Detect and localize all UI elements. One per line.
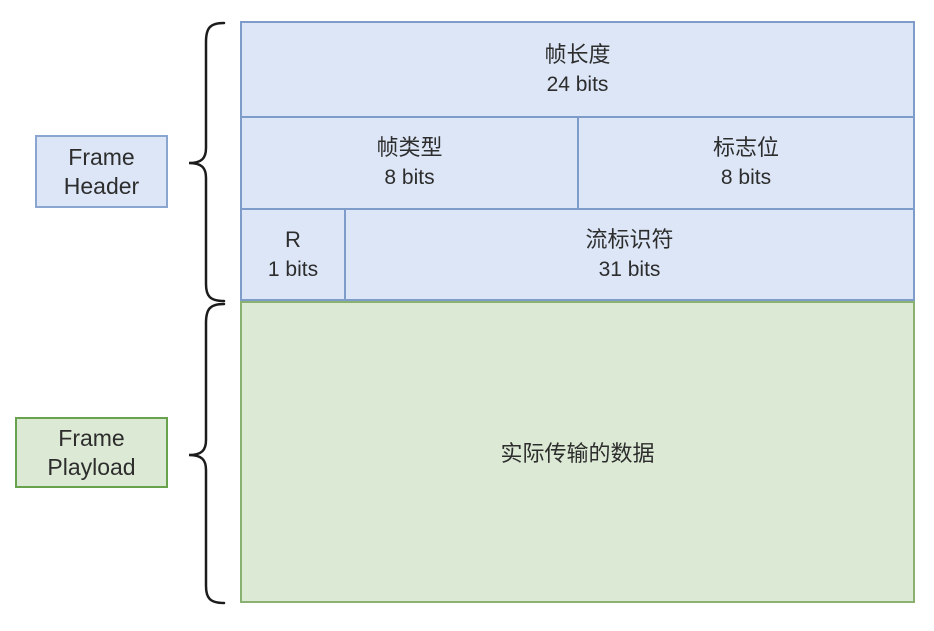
cell-title: 标志位: [712, 135, 779, 160]
row-type-flags: 帧类型 8 bits 标志位 8 bits: [242, 116, 913, 208]
frame-header-label-line1: Frame: [68, 143, 135, 170]
cell-reserved-bit: R 1 bits: [242, 210, 344, 299]
cell-title: 帧类型: [376, 135, 443, 160]
header-brace: [188, 21, 226, 303]
cell-title: 流标识符: [585, 226, 674, 252]
frame-header-table: 帧长度 24 bits 帧类型 8 bits 标志位 8 bits R 1 bi…: [240, 21, 915, 301]
frame-header-label: Frame Header: [35, 135, 168, 208]
cell-title: R: [285, 226, 301, 252]
frame-payload-label-line1: Frame: [58, 424, 125, 451]
payload-brace: [188, 302, 226, 605]
row-r-streamid: R 1 bits 流标识符 31 bits: [242, 208, 913, 299]
cell-bits: 8 bits: [720, 166, 772, 189]
cell-bits: 24 bits: [546, 72, 609, 96]
cell-bits: 8 bits: [384, 166, 435, 189]
cell-bits: 1 bits: [267, 257, 319, 281]
cell-title: 帧长度: [544, 41, 611, 67]
frame-header-label-line2: Header: [63, 172, 140, 199]
cell-stream-identifier: 流标识符 31 bits: [344, 210, 913, 299]
cell-frame-length: 帧长度 24 bits: [242, 23, 913, 116]
cell-bits: 31 bits: [598, 257, 661, 281]
row-frame-length: 帧长度 24 bits: [242, 23, 913, 116]
payload-title: 实际传输的数据: [500, 441, 655, 466]
frame-payload-box: 实际传输的数据: [240, 301, 915, 603]
frame-payload-label: Frame Playload: [15, 417, 168, 488]
cell-flags: 标志位 8 bits: [577, 118, 913, 208]
frame-payload-label-line2: Playload: [47, 453, 136, 480]
cell-frame-type: 帧类型 8 bits: [242, 118, 577, 208]
